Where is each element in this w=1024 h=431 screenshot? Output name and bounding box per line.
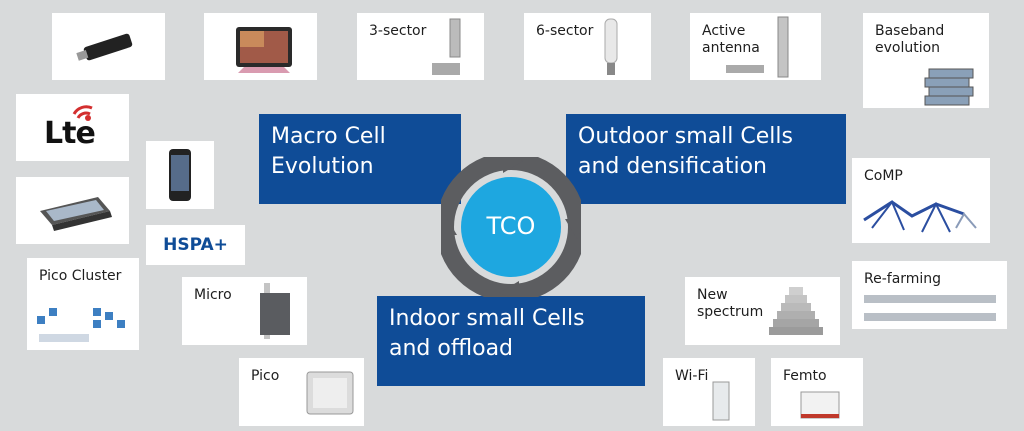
outdoor-small-cells-box: Outdoor small Cells and densification (566, 114, 846, 204)
pico-cluster-card: Pico Cluster (27, 258, 139, 350)
3-sector-antenna-icon (432, 18, 461, 75)
pico-label: Pico (251, 368, 280, 384)
wi-fi-router-icon (712, 381, 730, 421)
lte-logo-text: Lte (44, 116, 96, 151)
comp-towers-icon (863, 200, 977, 233)
hspa-plus-label: HSPA+ (146, 225, 245, 265)
pico-cluster-label: Pico Cluster (39, 268, 122, 284)
re-farming-label: Re-farming (864, 271, 942, 287)
cycle-arrows-icon (441, 157, 581, 297)
femto-label: Femto (783, 368, 827, 384)
micro-card: Micro (182, 277, 307, 345)
lte-logo-icon (72, 105, 93, 121)
baseband-evolution-card: Baseband evolution (863, 13, 989, 108)
femto-cell-icon (800, 391, 840, 419)
tablet-card (204, 13, 317, 80)
wi-fi-card: Wi-Fi (663, 358, 755, 426)
6-sector-label: 6-sector (536, 23, 594, 39)
active-antenna-icon (726, 16, 789, 78)
6-sector-card: 6-sector (524, 13, 651, 80)
lte-logo-card: Lte (16, 94, 129, 161)
usb-modem-icon (76, 33, 133, 61)
new-spectrum-card: New spectrum (685, 277, 840, 345)
indoor-small-cells-box: Indoor small Cells and offload (377, 296, 645, 386)
usb-modem-card (52, 13, 165, 80)
femto-card: Femto (771, 358, 863, 426)
active-antenna-card: Active antenna (690, 13, 821, 80)
active-antenna-label: Active antenna (702, 23, 760, 56)
comp-card: CoMP (852, 158, 990, 243)
pico-card: Pico (239, 358, 364, 426)
re-farming-card: Re-farming (852, 261, 1007, 329)
tco-label: TCO (486, 212, 536, 240)
spectrum-pyramid-icon (769, 287, 823, 335)
baseband-stack-icon (924, 68, 974, 106)
tablet-icon (236, 27, 292, 73)
macro-cell-evolution-box: Macro Cell Evolution (259, 114, 461, 204)
smartphone-card (146, 141, 214, 209)
smartphone-icon (169, 149, 191, 201)
micro-cell-icon (260, 283, 290, 339)
3-sector-card: 3-sector (357, 13, 484, 80)
wi-fi-label: Wi-Fi (675, 368, 709, 384)
slider-phone-icon (40, 197, 112, 231)
micro-label: Micro (194, 287, 232, 303)
comp-label: CoMP (864, 168, 903, 184)
tco-cycle: TCO (441, 157, 581, 297)
new-spectrum-label: New spectrum (697, 287, 764, 320)
baseband-evolution-label: Baseband evolution (875, 23, 945, 56)
pico-cell-icon (306, 371, 354, 415)
6-sector-antenna-icon (604, 18, 618, 75)
pico-cluster-diagram-icon (37, 308, 125, 342)
re-farming-spectrum-icon (864, 295, 996, 321)
slider-phone-card (16, 177, 129, 244)
3-sector-label: 3-sector (369, 23, 427, 39)
